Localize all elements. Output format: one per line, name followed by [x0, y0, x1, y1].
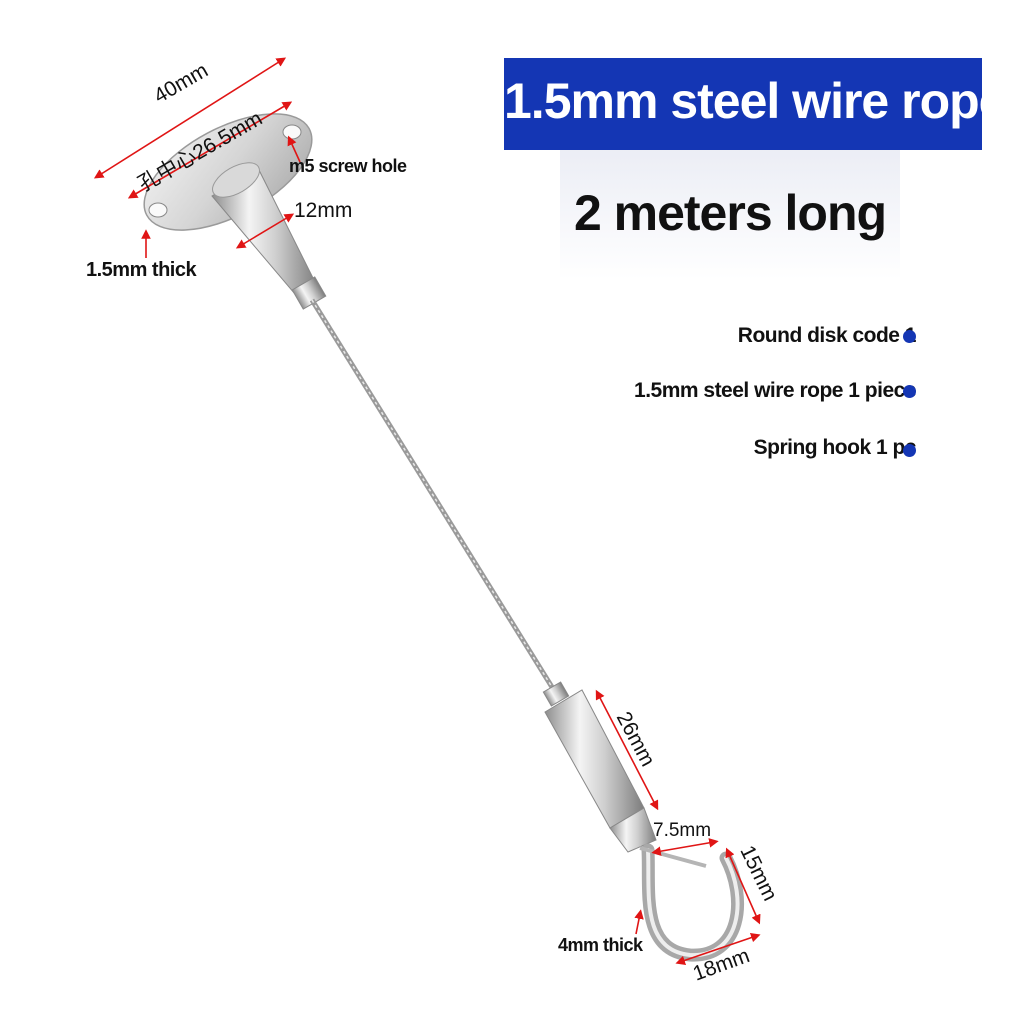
banner-shadow	[560, 140, 900, 280]
feature-item-hook: Spring hook 1 pc	[753, 436, 917, 459]
dim-18mm-line	[675, 933, 761, 965]
label-screw-hole: m5 screw hole	[289, 156, 407, 176]
screw-hole-right	[282, 124, 302, 140]
dim-7-5mm-line	[651, 838, 719, 856]
dim-12mm-line	[235, 213, 295, 249]
dim-26mm-line	[595, 689, 659, 811]
label-sleeve-width: 12mm	[294, 199, 353, 222]
dim-hole-center-line	[127, 101, 293, 199]
bullet-dot-icon	[903, 444, 916, 457]
dim-15mm-line	[725, 847, 761, 925]
feature-item-rope: 1.5mm steel wire rope 1 piece	[634, 379, 916, 402]
bullet-dot-icon	[903, 330, 916, 343]
title-banner	[504, 58, 982, 150]
screw-hole-left	[148, 202, 168, 218]
dim-screw-hole-pointer	[287, 135, 301, 163]
banner-title: 1.5mm steel wire rope	[504, 73, 982, 129]
label-hook-opening: 7.5mm	[653, 820, 712, 841]
dimension-lines	[93, 57, 761, 965]
length-subtitle: 2 meters long	[573, 185, 887, 241]
bullet-dot-icon	[903, 385, 916, 398]
dim-4mm-pointer	[634, 909, 644, 935]
label-hook-thickness: 4mm thick	[558, 935, 643, 955]
feature-item-disk: Round disk code 1	[737, 324, 917, 347]
label-disk-thickness: 1.5mm thick	[86, 259, 197, 281]
spring-hook	[639, 843, 744, 962]
